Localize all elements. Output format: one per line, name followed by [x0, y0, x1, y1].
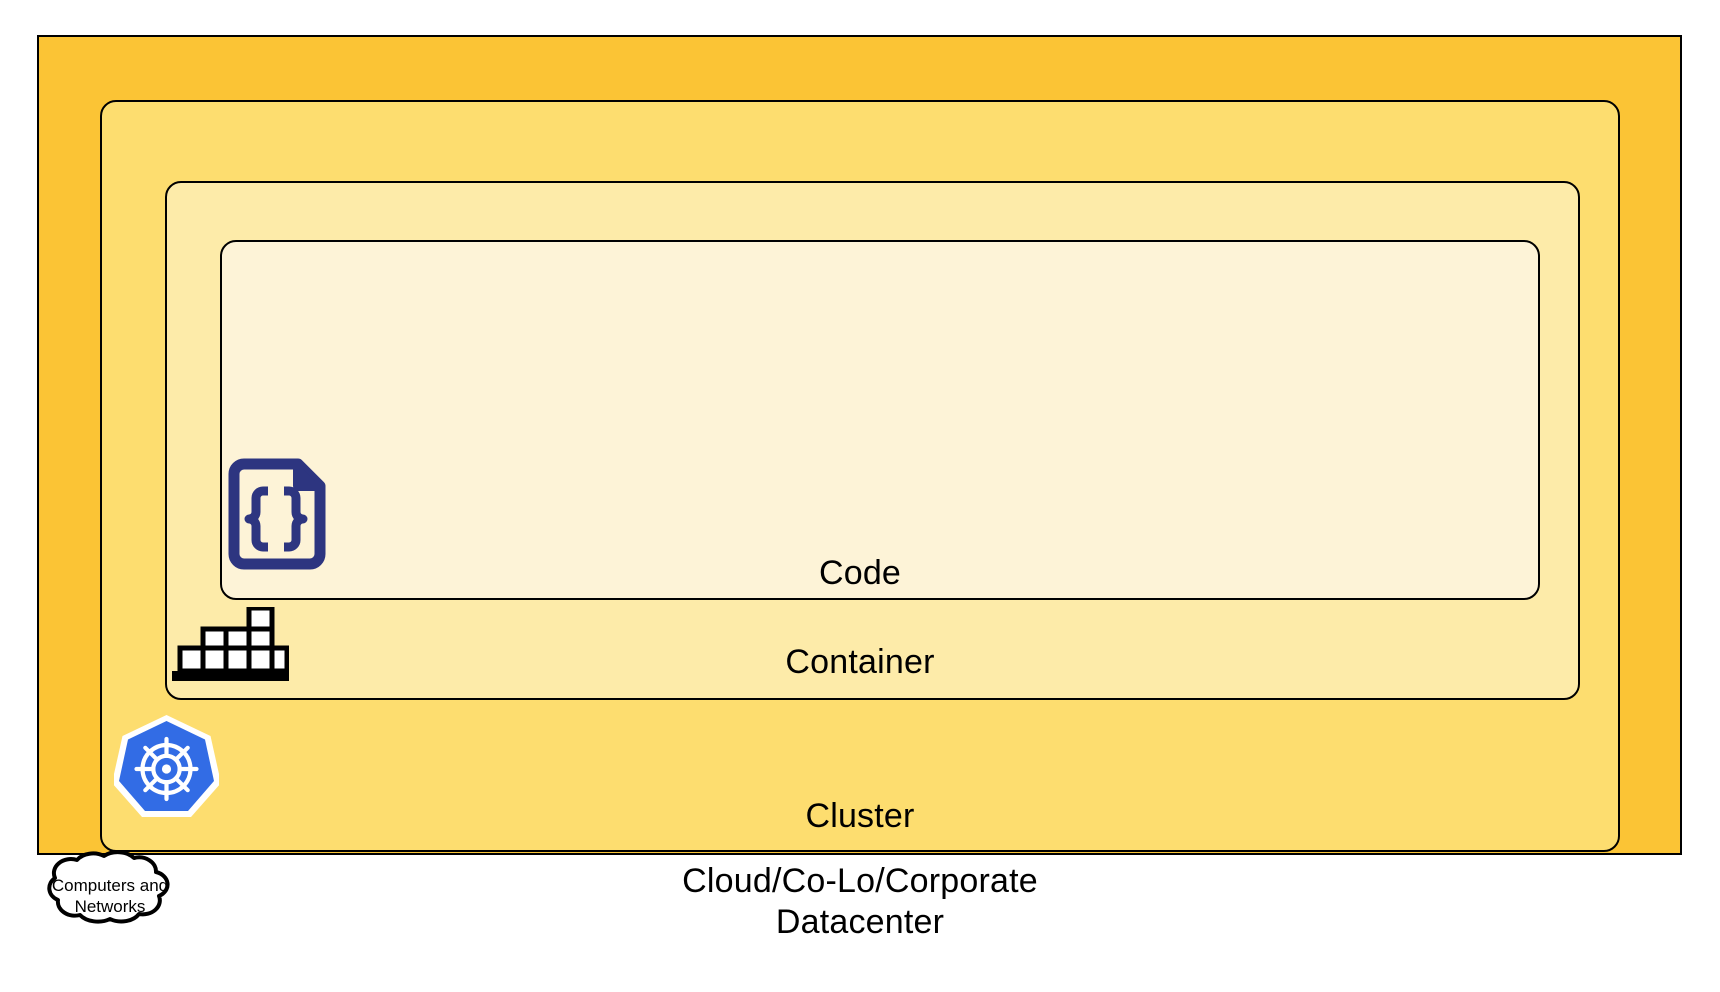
code-file-icon	[224, 456, 328, 574]
layer-label-datacenter: Cloud/Co-Lo/Corporate Datacenter	[682, 862, 1038, 941]
layer-label-container: Container	[785, 643, 935, 681]
cloud-callout-shape	[33, 846, 188, 948]
container-crates-icon	[172, 605, 290, 681]
layer-label-cluster: Cluster	[805, 797, 915, 835]
layer-label-code: Code	[818, 554, 902, 592]
layer-code[interactable]	[220, 240, 1540, 600]
kubernetes-helm-icon	[112, 715, 221, 817]
